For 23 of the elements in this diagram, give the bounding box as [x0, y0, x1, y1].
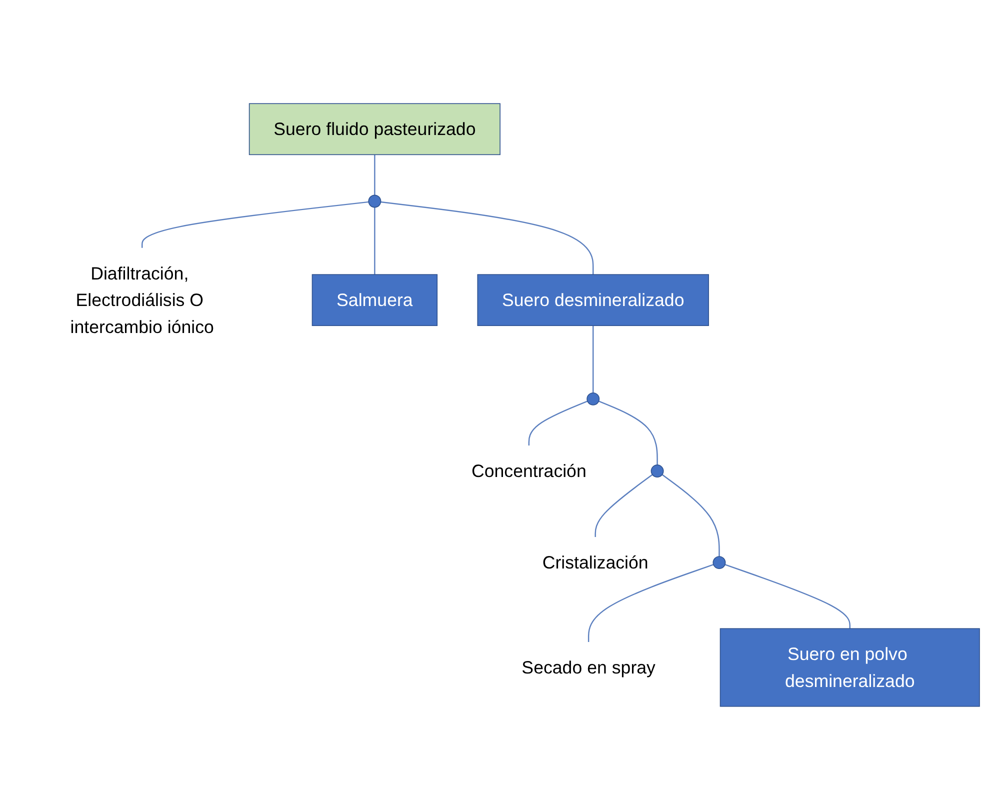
connector: [528, 400, 588, 446]
connector: [142, 201, 369, 248]
connector: [598, 400, 658, 465]
node-box: Salmuera: [312, 274, 438, 326]
connector: [374, 207, 376, 275]
node-text: Diafiltración, Electrodiálisis O intercambio iónico: [70, 263, 214, 337]
node-circle: [712, 556, 726, 570]
node-circle: [586, 392, 600, 406]
node-box: Suero en polvo desmineralizado: [720, 628, 980, 707]
connector: [380, 201, 594, 275]
node-circle: [650, 464, 664, 478]
connector: [588, 564, 714, 642]
node-text: Cristalización: [542, 552, 648, 573]
connector: [594, 474, 653, 538]
connector: [662, 474, 720, 556]
connector: [724, 564, 850, 629]
node-text: Concentración: [471, 460, 586, 482]
node-text: Secado en spray: [522, 657, 656, 678]
node-box: Suero desmineralizado: [477, 274, 709, 326]
connector: [592, 326, 594, 393]
node-circle: [368, 194, 382, 208]
node-box: Suero fluido pasteurizado: [248, 103, 500, 156]
connector: [374, 154, 376, 196]
